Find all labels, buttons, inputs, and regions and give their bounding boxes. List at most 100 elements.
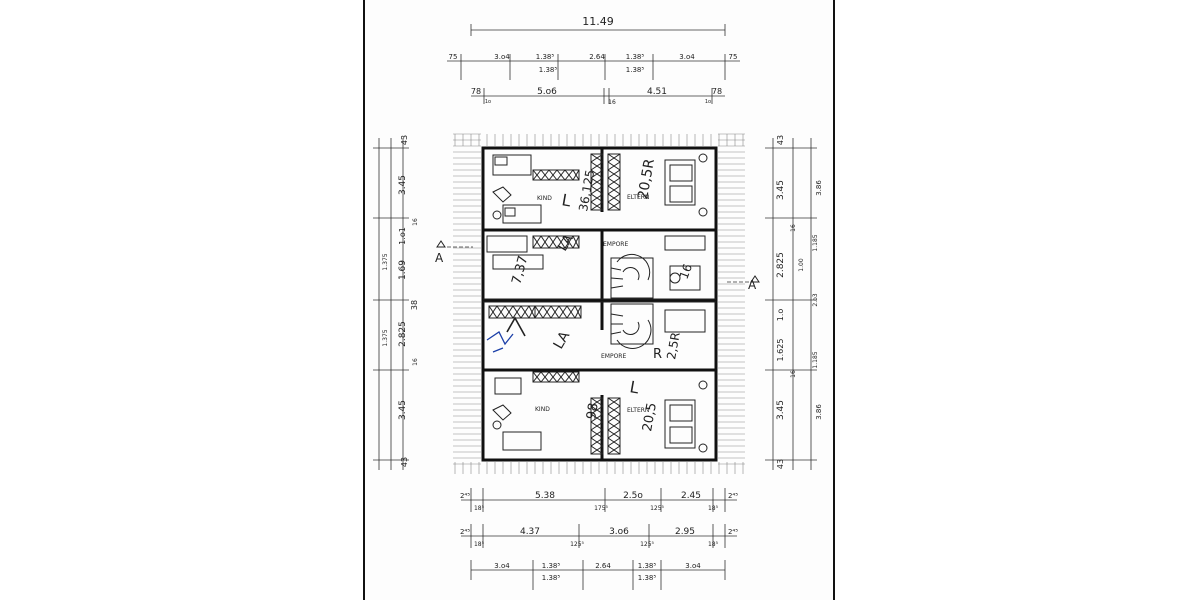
right-dim-13: 3.45	[776, 400, 786, 420]
left-dim-8: 1.375	[382, 329, 389, 346]
left-dim-11: 3.45	[398, 400, 408, 420]
wardrobe-cabinet	[590, 397, 604, 455]
bottom-row3-sub-1: 1.38⁵	[542, 574, 561, 582]
hand-note-1: L	[560, 190, 572, 210]
hand-note-6: 16	[677, 262, 695, 281]
top-dim-2: 3.o4	[494, 53, 510, 61]
wardrobe-hatch	[542, 305, 552, 319]
top-dim-row2-3: 16	[608, 99, 616, 106]
wardrobe-hatch	[607, 185, 621, 195]
top-dim-row2-4: 4.51	[647, 87, 667, 97]
wardrobe-hatch	[607, 177, 621, 187]
wardrobe-hatch	[607, 429, 621, 439]
wardrobe-cabinet	[532, 371, 580, 383]
hand-note-4: 7,37	[509, 254, 531, 286]
top-dim-7: 75	[729, 53, 738, 61]
room-label-kind-top: KIND	[537, 195, 552, 202]
floor-plan-sheet: 11.49 75 3.o4 1.38⁵ 2.64 1.38⁵ 3.o4 75 1…	[363, 0, 835, 600]
wardrobe-hatch	[532, 371, 542, 383]
left-dim-10: 16	[412, 358, 419, 366]
hand-note-12: R	[653, 347, 662, 362]
top-dimension-lines: 11.49 75 3.o4 1.38⁵ 2.64 1.38⁵ 3.o4 75 1…	[447, 15, 740, 106]
bottom-dimension-lines: 2⁴⁵ 5.38 2.5o 2.45 2⁴⁵ 18⁵ 175⁵ 125⁵ 18⁵…	[460, 488, 738, 590]
floor-plan-drawing: 11.49 75 3.o4 1.38⁵ 2.64 1.38⁵ 3.o4 75 1…	[373, 15, 823, 590]
wardrobe-hatch	[607, 413, 621, 423]
right-dim-9: 1.o	[776, 309, 785, 322]
left-dim-2: 3.45	[398, 175, 408, 195]
wardrobe-hatch	[528, 305, 536, 319]
wardrobe-hatch	[572, 371, 580, 383]
wardrobe-hatch	[534, 305, 544, 319]
room-label-eltern-top: ELTERN	[627, 194, 649, 201]
right-dim-7: 1.00	[798, 258, 805, 272]
left-dim-1: 43	[400, 135, 409, 145]
bottom-dim-3: 2.5o	[623, 491, 643, 501]
wardrobe-hatch	[566, 305, 576, 319]
wardrobe-hatch	[590, 153, 604, 163]
bottom-row2-sub-2: 125⁵	[570, 541, 584, 548]
room-label-kind-bottom: KIND	[535, 406, 550, 413]
room-label-eltern-bottom: ELTERN	[627, 407, 649, 414]
top-dim-sub-2: 1.38⁵	[626, 66, 645, 74]
wardrobe-hatch	[564, 169, 574, 181]
wardrobe-cabinet	[607, 397, 621, 455]
top-dim-row2-small-1: 1o	[485, 99, 491, 105]
right-dim-2: 3.45	[776, 180, 786, 200]
top-dim-4: 2.64	[589, 53, 605, 61]
top-dim-1: 75	[449, 53, 458, 61]
wardrobe-hatch	[556, 371, 566, 383]
wardrobe-cabinet	[532, 169, 580, 181]
hand-note-9: 98	[584, 402, 602, 421]
top-dim-row2-5: 78	[712, 87, 722, 96]
room-label-empore-top: EMPORE	[603, 241, 628, 248]
left-dim-12: 43	[400, 457, 409, 467]
staircase-bottom	[610, 303, 654, 349]
right-dim-10: 1.625	[776, 339, 785, 362]
bottom-dim-sub-4: 18⁵	[708, 505, 719, 512]
wardrobe-hatch	[496, 305, 506, 319]
wardrobe-hatch	[548, 169, 558, 181]
wardrobe-hatch	[607, 161, 621, 171]
bottom-dim-2: 5.38	[535, 491, 555, 501]
left-dim-9: 2.825	[398, 321, 408, 347]
wardrobe-hatch	[540, 235, 550, 249]
top-dim-6: 3.o4	[679, 53, 695, 61]
wardrobe-hatch	[520, 305, 530, 319]
wardrobe-hatch	[556, 235, 566, 249]
right-dim-12: 16	[790, 370, 797, 378]
right-dim-11: 1.185	[812, 351, 819, 368]
wardrobe-hatch	[564, 235, 574, 249]
wardrobe-hatch	[590, 429, 604, 439]
wardrobe-hatch	[607, 405, 621, 415]
wardrobe-hatch	[607, 153, 621, 163]
wardrobe-hatch	[607, 421, 621, 431]
bottom-row2-dim-3: 3.o6	[609, 527, 629, 537]
right-dim-8: 2.o3	[812, 293, 819, 306]
wardrobe-cabinet	[532, 235, 580, 249]
handwritten-notes: L 36,125 20,5R 7,37 LA 16 LA 2,5R 98 20,…	[486, 157, 695, 433]
wardrobe-hatch	[550, 305, 560, 319]
wardrobe-hatch	[590, 421, 604, 431]
wardrobe-hatch	[540, 371, 550, 383]
top-dim-row2-small-2: 1o	[705, 99, 711, 105]
hand-note-5: LA	[555, 232, 576, 254]
right-dim-15: 43	[776, 459, 785, 469]
wardrobe-hatch	[607, 193, 621, 203]
hand-note-10: 20,5	[640, 402, 660, 433]
left-dim-6: 1.69	[398, 260, 408, 280]
right-dim-5: 1.185	[812, 234, 819, 251]
wardrobe-hatch	[574, 305, 582, 319]
left-dim-3: 16	[412, 218, 419, 226]
wardrobe-hatch	[590, 169, 604, 179]
wardrobes	[488, 153, 621, 455]
wardrobe-hatch	[607, 397, 621, 407]
right-dim-6: 2.825	[776, 252, 786, 278]
bottom-dim-sub-3: 125⁵	[650, 505, 664, 512]
wardrobe-hatch	[590, 445, 604, 455]
wardrobe-cabinet	[534, 305, 582, 319]
wardrobe-hatch	[607, 437, 621, 447]
wardrobe-hatch	[564, 371, 574, 383]
building-walls	[481, 146, 718, 462]
staircase-top	[610, 253, 654, 299]
hand-note-8: 2,5R	[664, 331, 683, 360]
